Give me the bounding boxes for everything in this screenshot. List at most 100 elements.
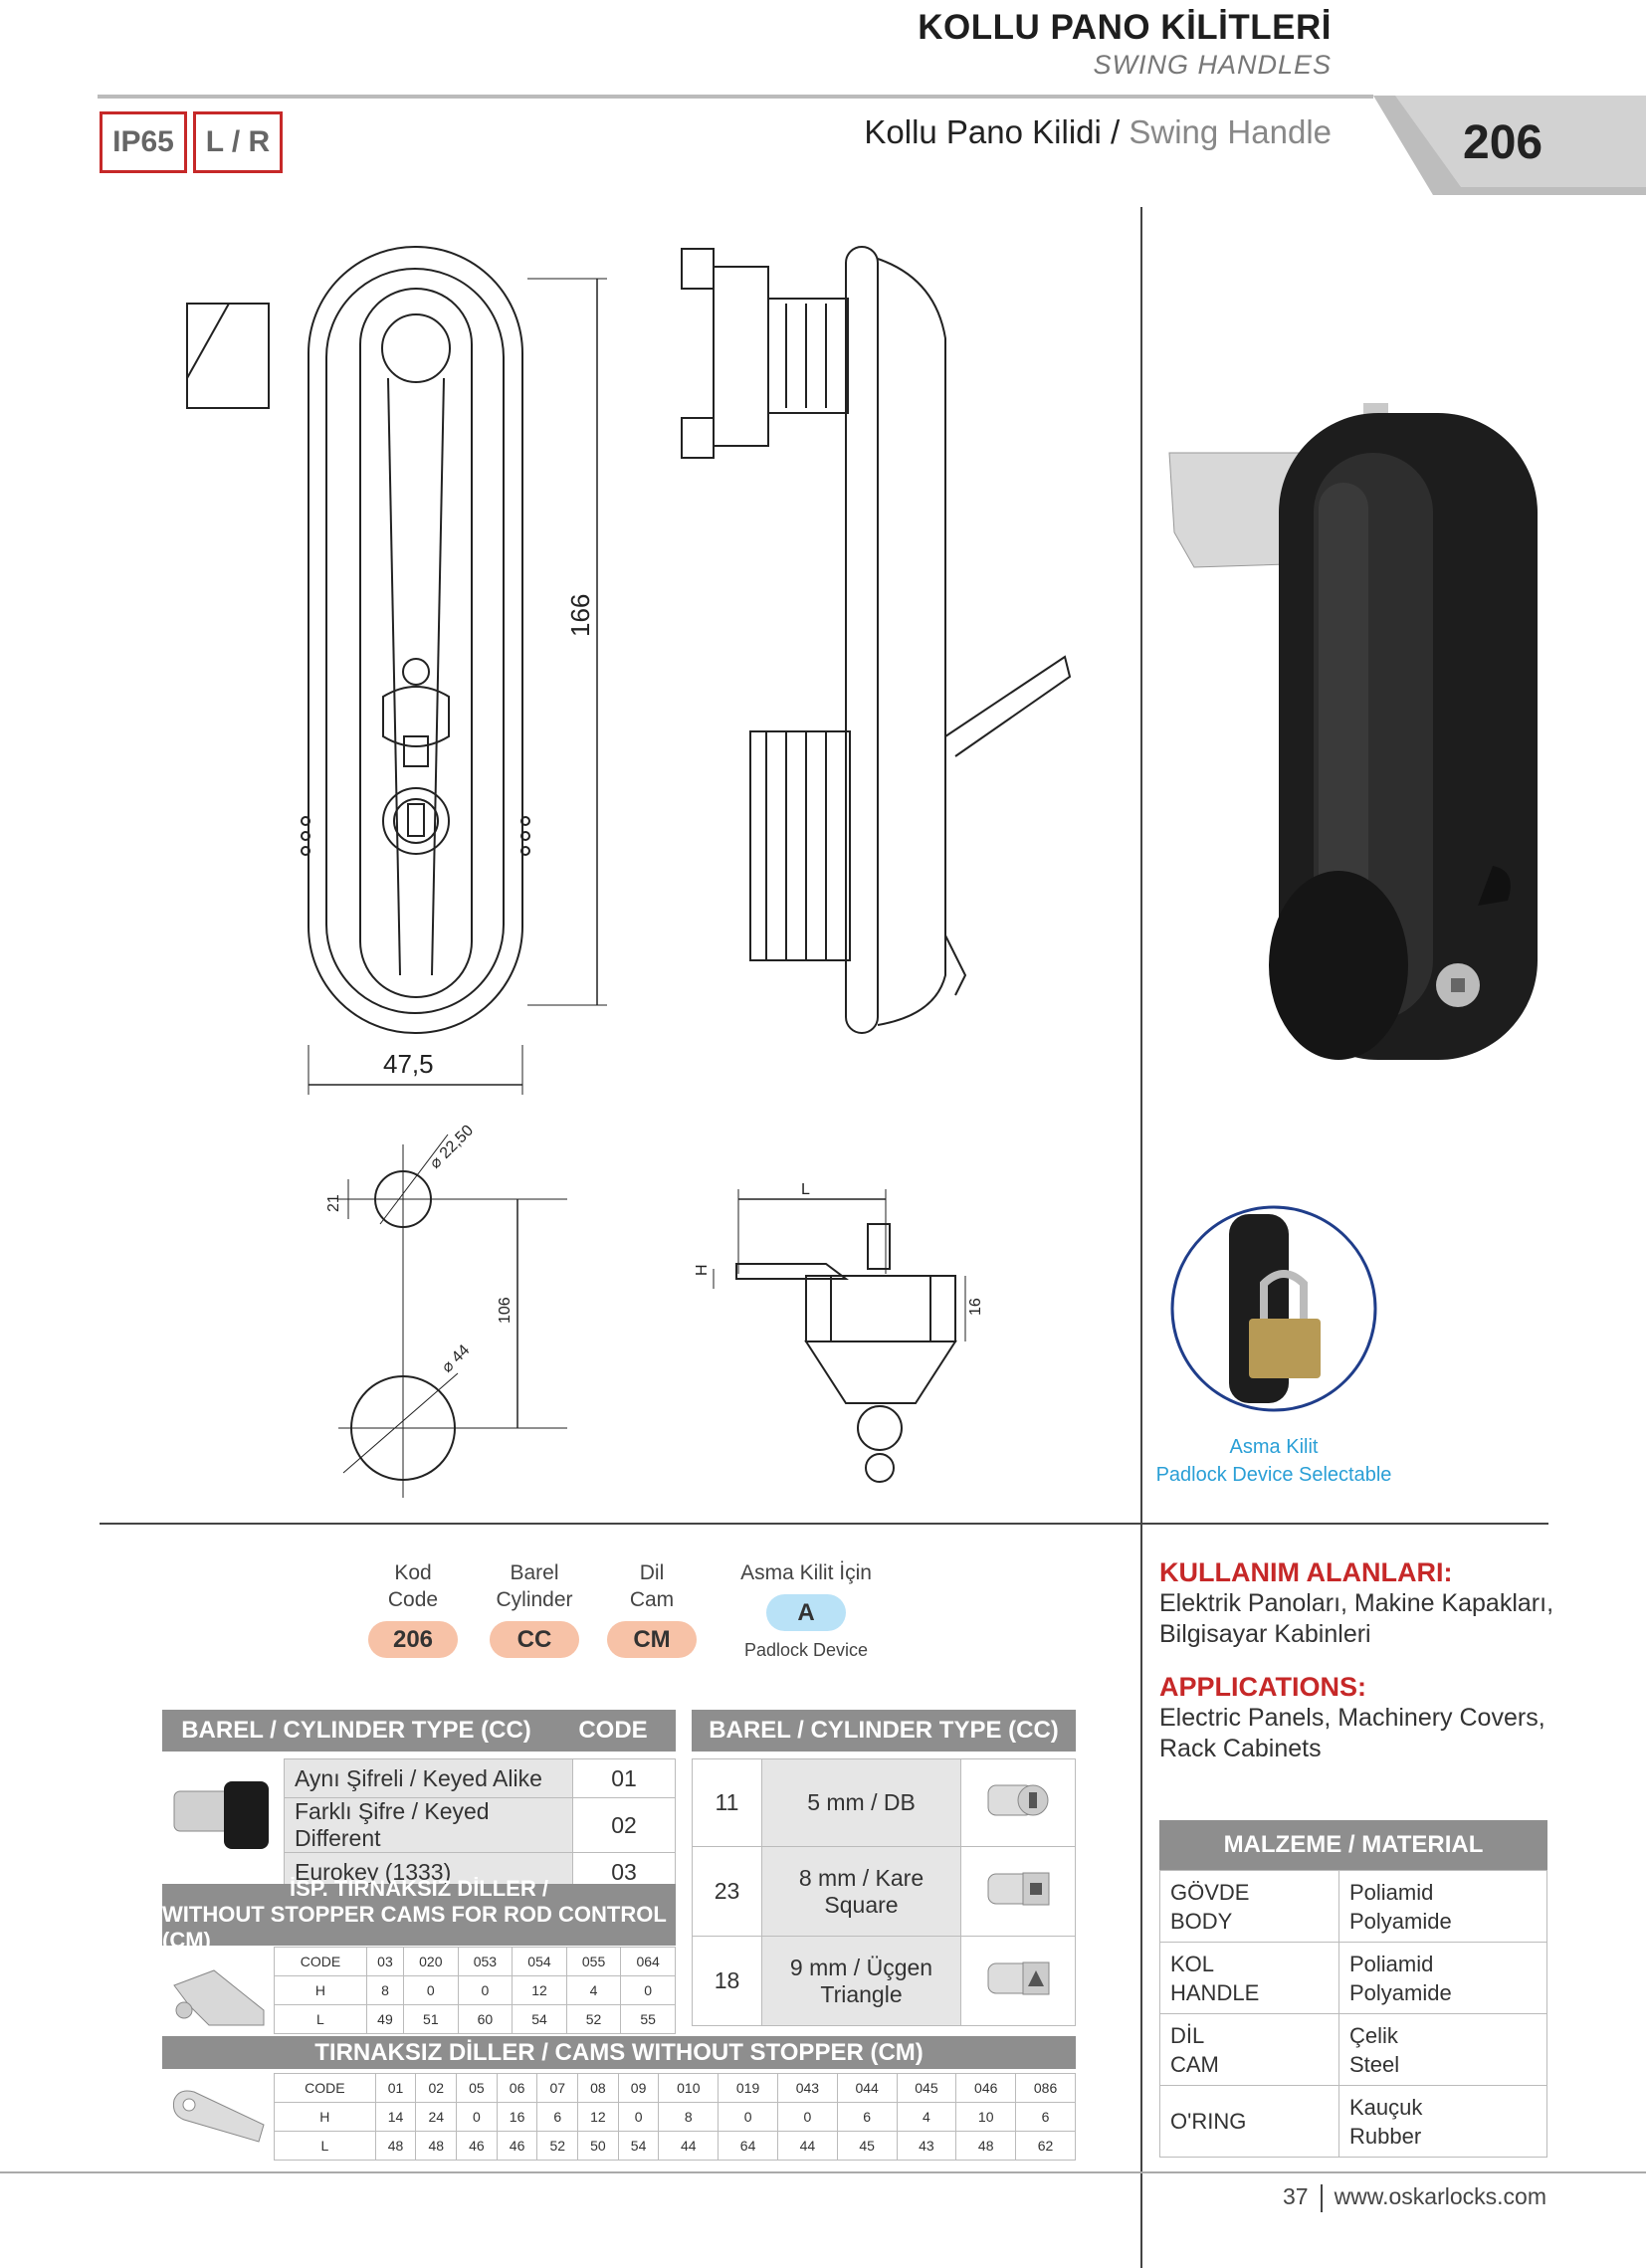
cylinder-label-tr: Barel	[510, 1561, 559, 1584]
part-en: HANDLE	[1170, 1979, 1260, 2005]
table-cell: 45	[836, 2131, 898, 2161]
technical-drawing: 47,5 166 ⌀ 22,50 ⌀ 44 21 106 L H 16	[186, 246, 1072, 1498]
mat-tr: Poliamid	[1349, 1879, 1434, 1905]
material-part: GÖVDE BODY	[1159, 1870, 1339, 1943]
table-cell: 044	[836, 2073, 898, 2103]
cams-header: TIRNAKSIZ DİLLER / CAMS WITHOUT STOPPER …	[162, 2036, 1076, 2069]
table-cell: 49	[365, 2004, 405, 2034]
table-cell: 0	[620, 1975, 676, 2005]
rod-cams-header-en: WITHOUT STOPPER CAMS FOR ROD CONTROL (CM…	[162, 1902, 667, 1953]
table-cell: 46	[496, 2131, 538, 2161]
table-cell: 62	[1015, 2131, 1076, 2161]
table-cell: 46	[456, 2131, 498, 2161]
barrel-header-label: BAREL / CYLINDER TYPE (CC)	[181, 1717, 531, 1744]
cam-detail	[713, 1189, 966, 1483]
table-cell: 64	[718, 2131, 778, 2161]
padlock-label-en: Asma Kilit İçin	[740, 1561, 872, 1584]
cylinder-5mm-image	[987, 1784, 1049, 1815]
ip65-badge: IP65	[100, 111, 187, 173]
dim-height: 166	[565, 594, 595, 637]
table-cell: 02	[415, 2073, 458, 2103]
table-row: 18 9 mm / Üçgen Triangle	[692, 1936, 1076, 2026]
barrel-code-header: CODE	[578, 1717, 648, 1744]
cam-image	[173, 2090, 265, 2143]
table-cell: 10	[955, 2102, 1017, 2132]
table-cell: 09	[617, 2073, 660, 2103]
code-item-padlock: Asma Kilit İçin A Padlock Device	[726, 1559, 886, 1664]
table-cell: 043	[776, 2073, 838, 2103]
table-row: 23 8 mm / Kare Square	[692, 1846, 1076, 1937]
table-cell: CODE	[274, 2073, 376, 2103]
table-cell: 01	[374, 2073, 417, 2103]
footer-separator	[1320, 2183, 1323, 2212]
barrel-types-table: 11 5 mm / DB 23 8 mm / Kare Square 18 9 …	[692, 1758, 1076, 2026]
barrel-type-image	[960, 1936, 1076, 2026]
table-cell: 064	[620, 1947, 676, 1976]
mat-tr: Çelik	[1349, 2022, 1398, 2048]
dim-width: 47,5	[383, 1049, 434, 1079]
cylinder-triangle-image	[987, 1961, 1050, 1994]
table-cell: 0	[456, 2102, 498, 2132]
table-cell: 4	[565, 1975, 622, 2005]
cylinder-square-image	[987, 1872, 1050, 1905]
table-cell: 6	[1015, 2102, 1076, 2132]
part-tr: KOL	[1170, 1951, 1215, 1976]
table-cell: 019	[718, 2073, 778, 2103]
table-cell: 60	[457, 2004, 514, 2034]
header-divider	[98, 95, 1373, 99]
table-cell: 0	[403, 1975, 459, 2005]
table-cell: 44	[658, 2131, 720, 2161]
padlock-caption-en: Padlock Device Selectable	[1155, 1464, 1392, 1486]
code-item-cylinder: Barel Cylinder CC	[490, 1559, 579, 1658]
table-cell: 03	[365, 1947, 405, 1976]
part-tr: GÖVDE	[1170, 1879, 1250, 1905]
product-title-en: Swing Handle	[1129, 113, 1332, 150]
table-cell: 24	[415, 2102, 458, 2132]
table-cell: 086	[1015, 2073, 1076, 2103]
rod-cams-header: İSP. TIRNAKSIZ DİLLER / WITHOUT STOPPER …	[162, 1876, 676, 1953]
table-cell: 8	[365, 1975, 405, 2005]
usage-text-tr-1: Elektrik Panoları, Makine Kapakları,	[1159, 1589, 1554, 1617]
part-en: BODY	[1170, 1908, 1233, 1934]
table-cell: CODE	[274, 1947, 367, 1976]
cylinder-label-en: Cylinder	[496, 1588, 573, 1611]
barrel-type-image	[960, 1846, 1076, 1937]
code-value-pill: 206	[368, 1621, 458, 1658]
website-link[interactable]: www.oskarlocks.com	[1334, 2183, 1546, 2209]
usage-section: KULLANIM ALANLARI: Elektrik Panoları, Ma…	[1159, 1557, 1577, 1764]
table-cell: 54	[512, 2004, 567, 2034]
part-tr: O'RING	[1170, 2109, 1247, 2134]
usage-text-en-1: Electric Panels, Machinery Covers,	[1159, 1704, 1545, 1732]
mat-tr: Poliamid	[1349, 1951, 1434, 1976]
table-cell: 08	[577, 2073, 619, 2103]
table-cell: 44	[776, 2131, 838, 2161]
material-part: O'RING	[1159, 2085, 1339, 2158]
barrel-type-code: 11	[692, 1758, 762, 1847]
table-row: 11 5 mm / DB	[692, 1758, 1076, 1847]
table-cell: 8	[658, 2102, 720, 2132]
lr-badge: L / R	[193, 111, 283, 173]
table-cell: 48	[955, 2131, 1017, 2161]
dim-16: 16	[967, 1298, 984, 1316]
table-row: Aynı Şifreli / Keyed Alike 01	[284, 1758, 676, 1798]
table-cell: 52	[565, 2004, 622, 2034]
table-cell: 046	[955, 2073, 1017, 2103]
table-cell: 05	[456, 2073, 498, 2103]
product-title: Kollu Pano Kilidi / Swing Handle	[864, 113, 1332, 151]
table-cell: 07	[536, 2073, 579, 2103]
